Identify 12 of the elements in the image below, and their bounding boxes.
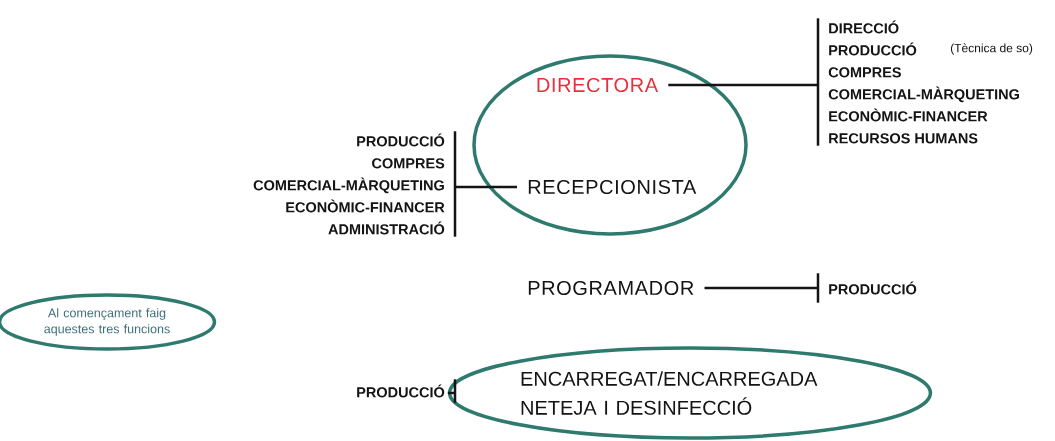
role-label: DIRECTORA xyxy=(537,77,659,93)
note-text: (Tècnica de so) xyxy=(950,43,1033,55)
connector-line xyxy=(668,83,818,87)
function-list: PRODUCCIÓ xyxy=(816,273,917,303)
role-label: RECEPCIONISTA xyxy=(528,179,697,195)
role-label: PROGRAMADOR xyxy=(528,280,694,296)
highlight-ellipse xyxy=(472,54,748,236)
connector-line xyxy=(455,185,517,189)
function-list: PRODUCCIÓ COMPRES COMERCIAL-MÀRQUETING ECONÒMIC-FINANCER ADMINISTRACIÓ xyxy=(253,131,457,237)
highlighted-role: ENCARREGAT/ENCARREGADA NETEJA I DESINFECCIÓ xyxy=(447,346,933,440)
connector-line xyxy=(704,286,818,290)
connector-line xyxy=(447,391,455,395)
